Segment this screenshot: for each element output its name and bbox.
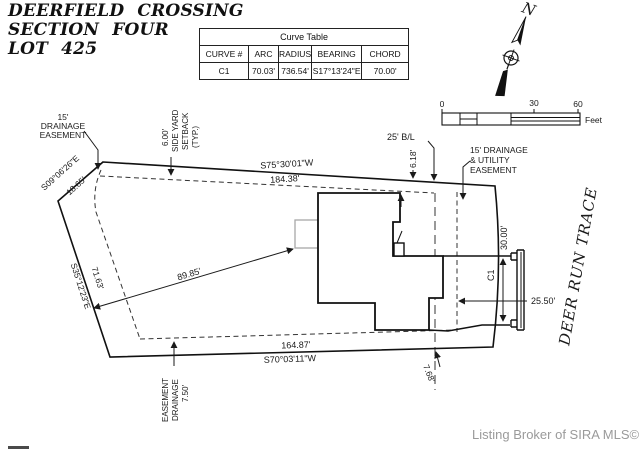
listing-credit: Listing Broker of SIRA MLS©	[472, 427, 640, 442]
scale-tick-30: 30	[529, 98, 539, 108]
note-line: SETBACK	[181, 112, 190, 150]
cell-radius: 736.54'	[277, 62, 313, 80]
top-distance-label: 184.38'	[270, 173, 300, 185]
bottom-easement-note: 7.50' DRAINAGE EASEMENT	[161, 378, 190, 422]
bottom-bearing-label: S70°03'11"W	[264, 353, 317, 365]
scan-artifact	[8, 446, 29, 449]
left-easement-leader	[83, 130, 102, 170]
left-lower-bearing-label: S35°12'23"E	[69, 262, 93, 311]
north-arrow-shaft	[506, 64, 510, 70]
right-easement-note: 15' DRAINAGE & UTILITY EASEMENT	[470, 145, 528, 175]
scale-bar: 0 30 60 Feet	[440, 98, 603, 126]
curve-ref-label: C1	[486, 269, 496, 281]
street-name-label: DEER RUN TRACE	[555, 186, 601, 348]
note-line: 15'	[57, 112, 68, 122]
left-easement-note: 15' DRAINAGE EASEMENT	[40, 112, 87, 140]
side-yard-setback-note: 6.00' SIDE YARD SETBACK (TYP.)	[161, 109, 200, 152]
left-drainage-easement-line	[94, 169, 141, 340]
stoop-leader-line	[396, 230, 403, 244]
driveway-edge-bottom	[428, 324, 510, 332]
house-tie-dimension-line	[93, 247, 294, 310]
note-line: EASEMENT	[470, 165, 517, 175]
note-line: DRAINAGE	[41, 121, 86, 131]
north-arrow: N	[495, 0, 539, 97]
cell-curve: C1	[199, 62, 249, 80]
house-footprint	[317, 192, 444, 331]
plat-title: DEERFIELD CROSSING SECTION FOUR LOT 425	[8, 1, 244, 60]
note-line: 15' DRAINAGE	[470, 145, 528, 155]
note-line: SIDE YARD	[171, 109, 180, 152]
left-lower-distance-label: 71.63'	[90, 266, 107, 291]
north-arrow-tail	[495, 69, 508, 97]
corner-offset-leader	[434, 351, 441, 368]
bottom-drainage-easement-line	[139, 329, 457, 340]
road-offset-dimension-label: 25.50'	[531, 296, 556, 306]
scale-tick-60: 60	[573, 99, 583, 109]
note-line: & UTILITY	[470, 155, 510, 165]
north-arrow-blade-light	[510, 16, 527, 44]
bottom-distance-label: 164.87'	[281, 339, 311, 350]
side-yard-setback-line	[99, 175, 435, 194]
compass-rose-ticks	[502, 49, 520, 67]
north-label: N	[519, 0, 539, 20]
plat-title-line: DEERFIELD CROSSING	[8, 1, 244, 21]
plat-title-line: LOT 425	[8, 39, 98, 60]
note-line: (TYP.)	[191, 126, 200, 148]
curve-table: Curve Table CURVE # ARC RADIUS BEARING C…	[198, 28, 410, 80]
north-arrow-blade-dark	[517, 16, 527, 46]
stoop-outline	[393, 242, 405, 257]
cell-chord: 70.00'	[361, 62, 410, 80]
scale-tick-0: 0	[440, 99, 445, 109]
porch-outline	[294, 219, 319, 249]
note-line: 6.00'	[161, 128, 170, 146]
right-width-dimension-label: 30.00'	[499, 225, 509, 250]
curve-table-row: C1 70.03' 736.54' S17°13'24"E 70.00'	[199, 62, 410, 80]
plat-title-line: SECTION FOUR	[8, 20, 169, 41]
lot-boundary	[57, 161, 500, 358]
right-easement-leader	[459, 160, 471, 200]
note-line: EASEMENT	[40, 130, 87, 140]
building-line-note: 25' B/L	[387, 132, 415, 142]
road-end-cap	[510, 249, 525, 331]
note-line: DRAINAGE	[171, 379, 180, 421]
top-bearing-label: S75°30'01"W	[260, 157, 314, 170]
note-line: 7.50'	[181, 384, 190, 402]
scale-unit-label: Feet	[585, 115, 603, 125]
building-line-leader	[427, 140, 438, 181]
bl-offset-dimension-label: 6.18'	[408, 149, 418, 168]
note-line: EASEMENT	[161, 378, 170, 422]
